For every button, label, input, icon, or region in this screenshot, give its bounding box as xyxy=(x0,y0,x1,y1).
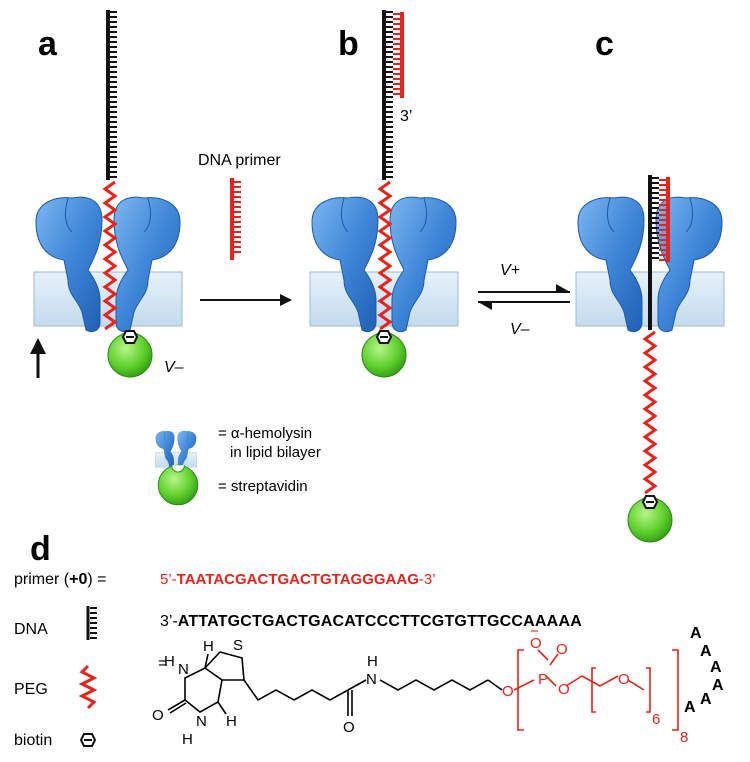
atom-N-top: N xyxy=(178,661,189,678)
primer-bases xyxy=(234,181,241,253)
atom-O-urea: O xyxy=(152,707,164,724)
dna-row-label: DNA xyxy=(14,621,48,638)
panel-d: primer (+0) = 5’-TAATACGACTGACTGTAGGGAAG… xyxy=(14,571,724,749)
peg-row-label: PEG xyxy=(14,681,48,698)
atom-H-n1: H xyxy=(164,653,175,670)
poly-a-tail-2: A xyxy=(700,643,712,660)
panel-c xyxy=(575,175,725,543)
poly-a-tail-3: A xyxy=(710,659,722,676)
panel-label-b: b xyxy=(338,25,359,63)
dna-legend-bases xyxy=(90,607,97,639)
atom-S: S xyxy=(233,637,243,654)
right-arrow-icon xyxy=(280,294,292,306)
atom-O-minus: O xyxy=(530,635,542,652)
up-arrow-icon xyxy=(30,338,46,354)
legend-hemolysin-icon xyxy=(155,431,197,469)
atom-P: P xyxy=(538,671,548,688)
biotin-icon-c xyxy=(642,495,658,509)
atom-O-double: O xyxy=(556,641,568,658)
panel-label-c: c xyxy=(595,25,614,63)
peg-linker-a xyxy=(102,180,118,331)
legend: = α-hemolysin in lipid bilayer = strepta… xyxy=(155,425,321,506)
biotin-row-label: biotin xyxy=(14,732,52,749)
dna-bases-a xyxy=(110,11,117,178)
atom-O-ester: O xyxy=(502,683,514,700)
legend-hemolysin-line1: = α-hemolysin xyxy=(218,425,312,442)
equals-sign: = xyxy=(158,655,167,672)
atom-H-n2: H xyxy=(182,731,193,748)
voltage-label-plus: V+ xyxy=(500,262,520,279)
atom-O-amide: O xyxy=(343,719,355,736)
biotin-legend-icon xyxy=(80,733,96,747)
dna-primer-label: DNA primer xyxy=(198,152,281,169)
dna-sequence: 3’-ATTATGCTGACTGACATCCCTTCGTGTTGCCAAAAA xyxy=(160,613,582,630)
voltage-label-minus: V– xyxy=(510,321,530,338)
poly-a-tail-4: A xyxy=(712,677,724,694)
reverse-half-arrow-icon xyxy=(478,302,492,310)
charge-minus: − xyxy=(530,623,539,640)
primer-sequence: 5’-TAATACGACTGACTGTAGGGAAG-3’ xyxy=(160,571,436,588)
primer-row-label: primer (+0) = xyxy=(14,571,106,588)
panel-label-d: d xyxy=(30,530,51,568)
subscript-6: 6 xyxy=(652,711,660,728)
poly-a-tail-1: A xyxy=(690,625,702,642)
phosphate-peg-bonds xyxy=(513,649,679,731)
dna-bases-b xyxy=(386,11,393,178)
legend-streptavidin: = streptavidin xyxy=(218,478,308,495)
panel-a: V– xyxy=(30,10,184,378)
dna-bases-c xyxy=(652,177,659,259)
atom-H-c1: H xyxy=(203,638,214,655)
atom-H-c2: H xyxy=(226,713,237,730)
peg-linker-b xyxy=(377,180,393,331)
three-prime-label: 3’ xyxy=(400,108,412,125)
forward-half-arrow-icon xyxy=(556,284,570,292)
panel-label-a: a xyxy=(38,25,58,63)
legend-streptavidin-icon xyxy=(157,464,199,506)
voltage-label-a: V– xyxy=(164,359,184,376)
biotin-icon-b xyxy=(376,330,392,344)
equilibrium-arrows: V+ V– xyxy=(478,262,570,338)
subscript-8: 8 xyxy=(680,729,688,746)
poly-a-tail-5: A xyxy=(700,691,712,708)
legend-hemolysin-line2: in lipid bilayer xyxy=(230,444,321,461)
atom-O-ether: O xyxy=(618,671,630,688)
poly-a-tail-6: A xyxy=(684,699,696,716)
biotin-peg-structure xyxy=(167,651,503,716)
primer-bases-b xyxy=(393,13,400,95)
panel-b: 3’ xyxy=(309,10,459,378)
dna-primer-floating: DNA primer xyxy=(198,152,281,260)
atom-N-bottom: N xyxy=(196,713,207,730)
peg-linker-c xyxy=(642,330,658,495)
atom-H-amide: H xyxy=(367,653,378,670)
peg-legend-zigzag xyxy=(78,664,98,710)
biotin-icon-a xyxy=(122,330,138,344)
atom-N-amide: N xyxy=(366,671,377,688)
atom-O-link: O xyxy=(558,681,570,698)
arrow-a-to-b xyxy=(200,294,292,306)
primer-bases-c xyxy=(659,179,666,261)
